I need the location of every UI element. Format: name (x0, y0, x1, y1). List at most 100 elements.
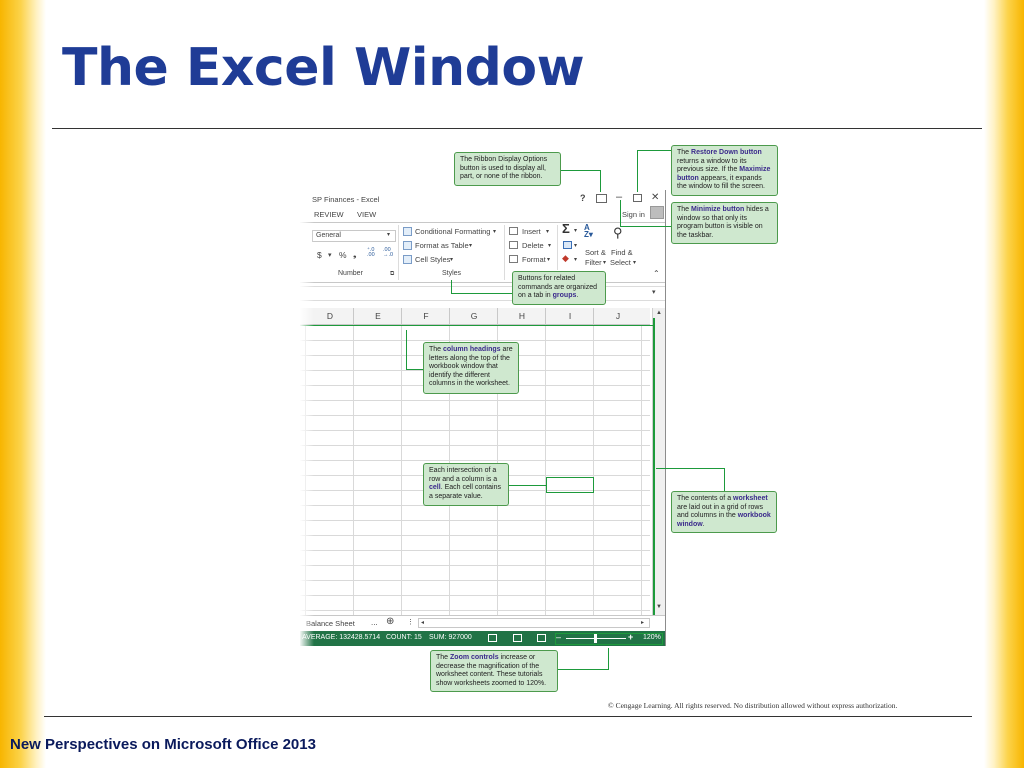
chevron-down-icon: ▾ (548, 243, 552, 249)
callout-groups: Buttons for related commands are organiz… (512, 271, 606, 305)
sign-in-link[interactable]: Sign in (622, 210, 645, 219)
find-select-label-2[interactable]: Select (610, 258, 631, 267)
chevron-down-icon: ▾ (328, 252, 332, 259)
chevron-down-icon: ▾ (387, 232, 391, 238)
window-title: SP Finances - Excel (312, 195, 380, 204)
clear-icon[interactable]: ◆ (562, 253, 569, 263)
binoculars-icon: ⚲ (613, 225, 623, 240)
callout-column-headings: The column headings are letters along th… (423, 342, 519, 394)
callout-minimize: The Minimize button hides a window so th… (671, 202, 778, 244)
insert-button[interactable]: Insert (522, 227, 541, 236)
horizontal-scrollbar[interactable]: ◂ ▸ (418, 618, 650, 628)
page-layout-view-icon[interactable] (513, 634, 522, 642)
format-as-table-button[interactable]: Format as Table (415, 241, 469, 250)
normal-view-icon[interactable] (488, 634, 497, 642)
decrease-decimal-button[interactable]: .00→.0 (383, 247, 394, 258)
tab-review[interactable]: REVIEW (314, 210, 344, 219)
delete-button[interactable]: Delete (522, 241, 544, 250)
chevron-down-icon: ▾ (603, 260, 607, 266)
group-label-styles: Styles (442, 270, 462, 277)
chevron-down-icon: ▾ (493, 229, 497, 235)
column-heading-f[interactable]: F (423, 311, 429, 321)
autosum-icon[interactable]: Σ (562, 221, 570, 236)
collapse-ribbon-icon[interactable]: ⌃ (653, 269, 660, 278)
status-sum: SUM: 927000 (429, 634, 472, 641)
column-heading-e[interactable]: E (375, 311, 381, 321)
format-button[interactable]: Format (522, 255, 546, 264)
zoom-controls-highlight (555, 633, 663, 645)
conditional-formatting-button[interactable]: Conditional Formatting (415, 227, 491, 236)
right-gradient-edge (984, 0, 1024, 768)
minimize-button[interactable]: – (616, 191, 623, 203)
format-as-table-icon (403, 241, 412, 250)
dialog-launcher-icon[interactable]: ⧉ (390, 271, 395, 277)
scroll-left-icon[interactable]: ◂ (421, 620, 425, 626)
column-headings-highlight (300, 325, 654, 616)
slide-title: The Excel Window (62, 38, 585, 98)
cell-styles-icon (403, 255, 412, 264)
footer-divider (44, 716, 972, 717)
help-button[interactable]: ? (580, 193, 586, 203)
chevron-down-icon: ▾ (633, 260, 637, 266)
column-heading-h[interactable]: H (518, 311, 526, 321)
sheet-tab-balance-sheet[interactable]: Balance Sheet (306, 619, 355, 628)
delete-icon (509, 241, 518, 249)
chevron-down-icon: ▾ (547, 257, 551, 263)
scroll-right-icon[interactable]: ▸ (641, 620, 645, 626)
percent-button[interactable]: % (339, 250, 347, 260)
status-count: COUNT: 15 (386, 634, 422, 641)
comma-button[interactable]: ❟ (353, 249, 357, 259)
increase-decimal-button[interactable]: ⁺.0.00 (367, 247, 375, 258)
cell-styles-button[interactable]: Cell Styles (415, 255, 451, 264)
callout-ribbon-display-options: The Ribbon Display Options button is use… (454, 152, 561, 186)
scroll-up-icon[interactable]: ▲ (656, 310, 662, 316)
vertical-scrollbar[interactable]: ▲ ▼ (652, 308, 665, 615)
find-select-label-1[interactable]: Find & (611, 248, 633, 257)
page-break-preview-icon[interactable] (537, 634, 546, 642)
new-sheet-button[interactable]: ⊕ (386, 616, 395, 627)
zoom-in-button[interactable]: + (628, 632, 634, 642)
zoom-out-button[interactable]: – (556, 632, 562, 642)
callout-restore-down: The Restore Down button returns a window… (671, 145, 778, 196)
format-icon (509, 255, 518, 263)
column-heading-g[interactable]: G (470, 311, 478, 321)
column-heading-j[interactable]: J (615, 311, 621, 321)
left-gradient-edge (0, 0, 46, 768)
callout-worksheet: The contents of a worksheet are laid out… (671, 491, 777, 533)
scroll-down-icon[interactable]: ▼ (656, 604, 662, 610)
zoom-slider-thumb[interactable] (594, 634, 597, 643)
sort-filter-label-1[interactable]: Sort & (585, 248, 606, 257)
footer-text: New Perspectives on Microsoft Office 201… (10, 736, 316, 753)
workbook-window-highlight (653, 318, 655, 615)
user-avatar-icon (650, 206, 664, 219)
callout-zoom-controls: The Zoom controls increase or decrease t… (430, 650, 558, 692)
insert-icon (509, 227, 518, 235)
restore-down-button[interactable] (633, 194, 642, 202)
sort-filter-label-2[interactable]: Filter (585, 258, 602, 267)
tab-split-handle[interactable]: ⋮ (407, 619, 414, 626)
title-divider (52, 128, 982, 129)
copyright-credit: © Cengage Learning. All rights reserved.… (608, 701, 898, 710)
close-button[interactable]: ✕ (651, 192, 660, 203)
cell-highlight (546, 477, 594, 493)
more-sheets-button[interactable]: ... (371, 618, 378, 627)
chevron-down-icon: ▾ (574, 243, 578, 249)
chevron-down-icon: ▾ (574, 257, 578, 263)
tab-view[interactable]: VIEW (357, 210, 377, 219)
group-label-number: Number (338, 270, 363, 277)
ribbon-display-options-button[interactable] (596, 194, 607, 203)
column-headings: D E F G H I J (300, 308, 650, 325)
conditional-formatting-icon (403, 227, 412, 236)
column-heading-i[interactable]: I (568, 311, 572, 321)
zoom-level[interactable]: 120% (643, 634, 661, 641)
status-bar: AVERAGE: 132428.5714 COUNT: 15 SUM: 9270… (300, 631, 665, 646)
column-heading-d[interactable]: D (326, 311, 334, 321)
status-average: AVERAGE: 132428.5714 (302, 634, 381, 641)
expand-formula-bar-icon[interactable]: ▾ (652, 289, 656, 296)
currency-button[interactable]: $ (317, 250, 322, 260)
number-format-select[interactable]: General ▾ (312, 230, 396, 242)
chevron-down-icon: ▾ (469, 243, 473, 249)
chevron-down-icon: ▾ (574, 228, 578, 234)
fill-icon[interactable] (563, 241, 572, 249)
